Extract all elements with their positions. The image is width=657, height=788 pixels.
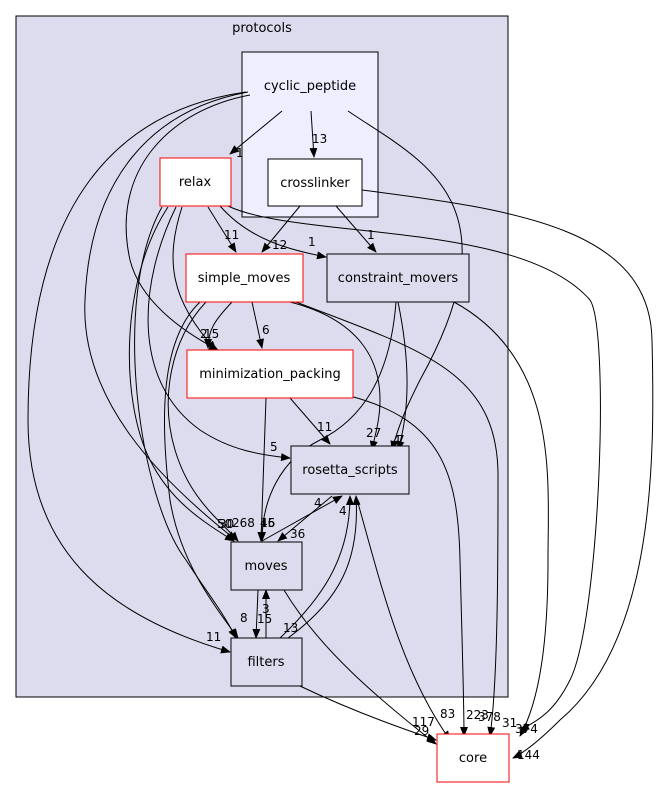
edge-label-simple-minpack2: 2 xyxy=(200,327,208,341)
edge-filters-rosetta2 xyxy=(287,495,361,639)
node-moves[interactable]: moves xyxy=(230,541,303,591)
edge-label-crosslinker-simple: 12 xyxy=(272,238,287,252)
node-simple-moves[interactable]: simple_moves xyxy=(185,253,304,303)
edge-simple-minpack2 xyxy=(204,301,233,349)
cluster-cyclic-peptide-label: cyclic_peptide xyxy=(264,79,356,94)
edge-label-core-378: 378 xyxy=(478,710,501,724)
edge-relax-simple xyxy=(207,206,237,253)
edge-label-rosetta-moves: 36 xyxy=(290,527,305,541)
edge-crosslinker-core xyxy=(361,189,654,759)
edge-crosslinker-simple xyxy=(261,205,301,253)
edge-label-cp-crosslinker: 13 xyxy=(312,132,327,146)
edge-simple-rosetta xyxy=(289,301,381,451)
edge-filters-rosetta xyxy=(279,495,354,639)
edge-label-cp-relax: 1 xyxy=(236,146,244,160)
edge-label-filters-15: 15 xyxy=(257,612,272,626)
edge-relax-filters xyxy=(134,206,237,639)
edge-label-minpack-rosetta: 11 xyxy=(317,420,332,434)
edges xyxy=(27,91,654,759)
edge-simple-minpack xyxy=(251,301,264,349)
edge-minpack-core xyxy=(349,395,468,737)
node-filters-label: filters xyxy=(247,655,284,670)
edge-constraint-core xyxy=(453,301,549,737)
edge-label-core-83: 83 xyxy=(440,707,455,721)
edge-label-crosslinker-constraint: 1 xyxy=(367,228,375,242)
edge-label-core-223: 223 xyxy=(466,708,489,722)
edge-cp-crosslinker xyxy=(309,110,318,158)
node-moves-label: moves xyxy=(244,559,287,574)
node-minimization-packing[interactable]: minimization_packing xyxy=(186,349,354,399)
edge-relax-core xyxy=(227,205,601,731)
edge-label-moves-30: 30 xyxy=(219,517,234,531)
node-relax-label: relax xyxy=(179,175,212,190)
edge-labels: 1 13 12 1 11 1 15 6 2 11 27 7 4 5 4 4 36… xyxy=(200,132,540,762)
edge-label-relax-simple: 11 xyxy=(224,228,239,242)
edge-label-core-144: 144 xyxy=(517,748,540,762)
edge-label-core-31: 31 xyxy=(502,716,517,730)
edge-relax-rosetta xyxy=(147,206,291,462)
edge-label-relax-rosetta: 5 xyxy=(270,440,278,454)
node-crosslinker[interactable]: crosslinker xyxy=(267,158,363,207)
edge-moves-filters xyxy=(252,589,261,639)
edge-relax-constraint xyxy=(219,205,327,260)
edge-moves-rosetta xyxy=(261,495,343,542)
node-filters[interactable]: filters xyxy=(230,637,303,687)
edge-constraint-moves xyxy=(258,301,397,542)
edge-label-simple-rosetta: 27 xyxy=(366,426,381,440)
edge-label-moves-50: 50 xyxy=(217,517,232,531)
edge-crosslinker-constraint xyxy=(335,205,377,253)
node-constraint-movers[interactable]: constraint_movers xyxy=(326,253,470,303)
edge-cp-minpack xyxy=(125,94,251,351)
edge-constraint-rosetta xyxy=(396,301,408,451)
edge-label-relax-minpack: 15 xyxy=(204,327,219,341)
edge-label-simple-minpack: 6 xyxy=(262,323,270,337)
edge-label-moves-268: 268 xyxy=(232,516,255,530)
edge-label-moves-16: 16 xyxy=(260,516,275,530)
node-crosslinker-label: crosslinker xyxy=(280,176,350,191)
edge-simple-moves xyxy=(167,301,239,542)
edge-moves-core xyxy=(283,589,437,745)
edge-minpack-rosetta xyxy=(289,397,331,445)
edge-rosetta-core xyxy=(355,495,451,741)
edge-relax-minpack xyxy=(172,206,217,351)
cluster-protocols-label: protocols xyxy=(232,21,292,36)
node-minimization-packing-label: minimization_packing xyxy=(199,367,341,382)
edge-simple-core xyxy=(295,301,499,737)
node-constraint-movers-label: constraint_movers xyxy=(338,271,459,286)
node-rosetta-scripts[interactable]: rosetta_scripts xyxy=(290,445,410,495)
node-core-label: core xyxy=(459,751,487,766)
edge-cp-filters xyxy=(27,91,247,654)
edge-label-moves-filters-3: 3 xyxy=(262,602,270,616)
node-simple-moves-label: simple_moves xyxy=(198,271,291,286)
edge-label-filters-rosetta: 4 xyxy=(339,504,347,518)
edge-label-relax-constraint: 1 xyxy=(308,235,316,249)
edge-label-core-29: 29 xyxy=(414,724,429,738)
edge-label-filters-8: 8 xyxy=(240,611,248,625)
edge-simple-filters xyxy=(163,301,239,639)
edge-rosetta-moves xyxy=(277,495,333,542)
node-relax[interactable]: relax xyxy=(159,157,232,207)
node-core[interactable]: core xyxy=(436,733,510,783)
edge-label-core-374: 374 xyxy=(515,722,538,736)
edge-minpack-moves xyxy=(257,397,267,542)
edge-cp-moves xyxy=(84,91,249,541)
edge-label-moves-rosetta: 4 xyxy=(314,496,322,510)
edge-label-constraint-rosetta: 4 xyxy=(393,433,401,447)
edge-label-core-117: 117 xyxy=(412,715,435,729)
edge-cp-relax xyxy=(229,110,283,155)
edge-label-filters-13: 13 xyxy=(283,621,298,635)
edge-label-moves-45: 45 xyxy=(260,516,275,530)
edge-label-cp-filters: 11 xyxy=(206,630,221,644)
node-rosetta-scripts-label: rosetta_scripts xyxy=(302,463,398,478)
edge-label-cp-rosetta: 7 xyxy=(397,433,405,447)
edge-filters-core xyxy=(299,685,437,741)
